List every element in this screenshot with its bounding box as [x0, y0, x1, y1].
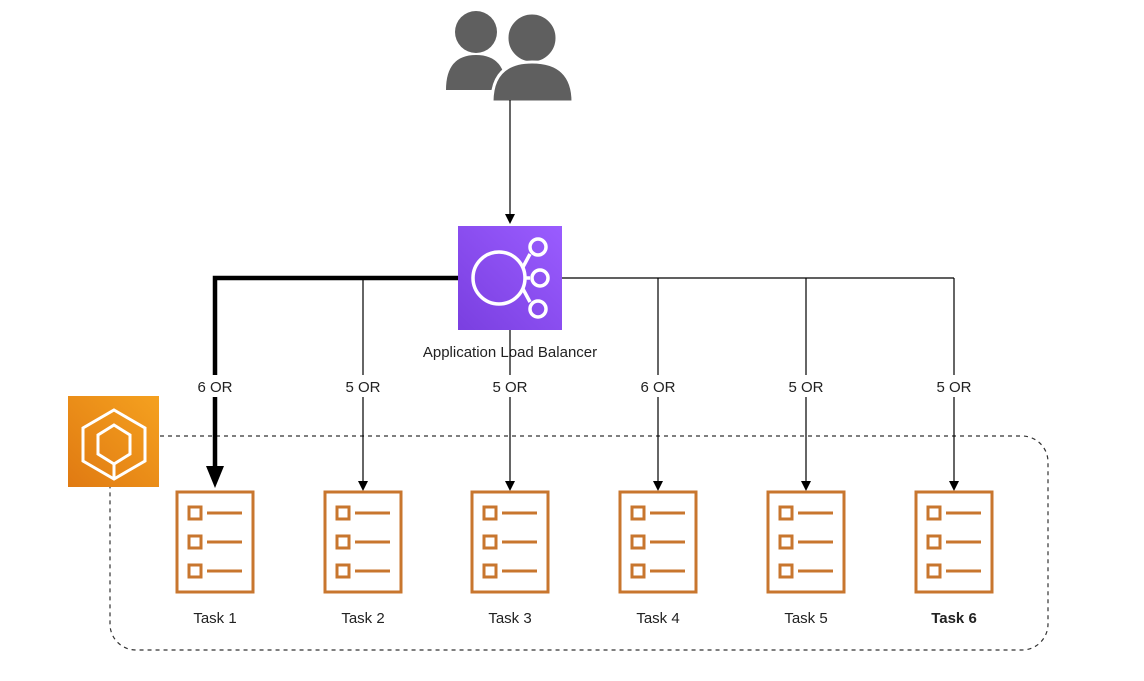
edge-label-background	[193, 375, 237, 397]
task-checklist-icon	[766, 490, 846, 594]
edge-label-task-3: 5 OR	[492, 379, 527, 396]
ecs-service-boundary	[109, 435, 1049, 651]
edge-label-task-5: 5 OR	[788, 379, 823, 396]
users-group-icon	[446, 11, 575, 104]
edge-label-task-4: 6 OR	[640, 379, 675, 396]
edge-label-task-1: 6 OR	[197, 379, 232, 396]
edge-label-background	[636, 375, 680, 397]
edge-label-background	[932, 375, 976, 397]
task-label: Task 5	[784, 610, 827, 627]
tasks-layer: 6 OR Task 1 5 OR Task 2 5 OR Task 3 6 OR Task 4…	[175, 275, 994, 627]
task-checklist-icon	[323, 490, 403, 594]
alb-to-task-1-connector	[206, 275, 458, 488]
task-node-6: 5 OR Task 6	[914, 278, 994, 627]
ecs-container-service-icon	[68, 396, 159, 487]
task-checklist-icon	[175, 490, 255, 594]
users-to-alb-connector	[505, 100, 515, 224]
task-label: Task 2	[341, 610, 384, 627]
task-checklist-icon	[914, 490, 994, 594]
edge-label-task-6: 5 OR	[936, 379, 971, 396]
task-checklist-icon	[470, 490, 550, 594]
task-node-3: 5 OR Task 3	[470, 340, 550, 627]
task-node-4: 6 OR Task 4	[618, 278, 698, 627]
task-label: Task 3	[488, 610, 531, 627]
edge-label-task-2: 5 OR	[345, 379, 380, 396]
alb-to-task-3-connector	[505, 340, 515, 491]
task-checklist-icon	[618, 490, 698, 594]
task-node-5: 5 OR Task 5	[766, 278, 846, 627]
task-label: Task 1	[193, 610, 236, 627]
task-label: Task 6	[931, 610, 977, 627]
edge-label-background	[341, 375, 385, 397]
application-load-balancer-icon	[458, 226, 562, 330]
task-node-1: 6 OR Task 1	[175, 275, 458, 627]
edge-label-background	[488, 375, 532, 397]
edge-label-background	[784, 375, 828, 397]
task-node-2: 5 OR Task 2	[323, 278, 403, 627]
task-label: Task 4	[636, 610, 679, 627]
